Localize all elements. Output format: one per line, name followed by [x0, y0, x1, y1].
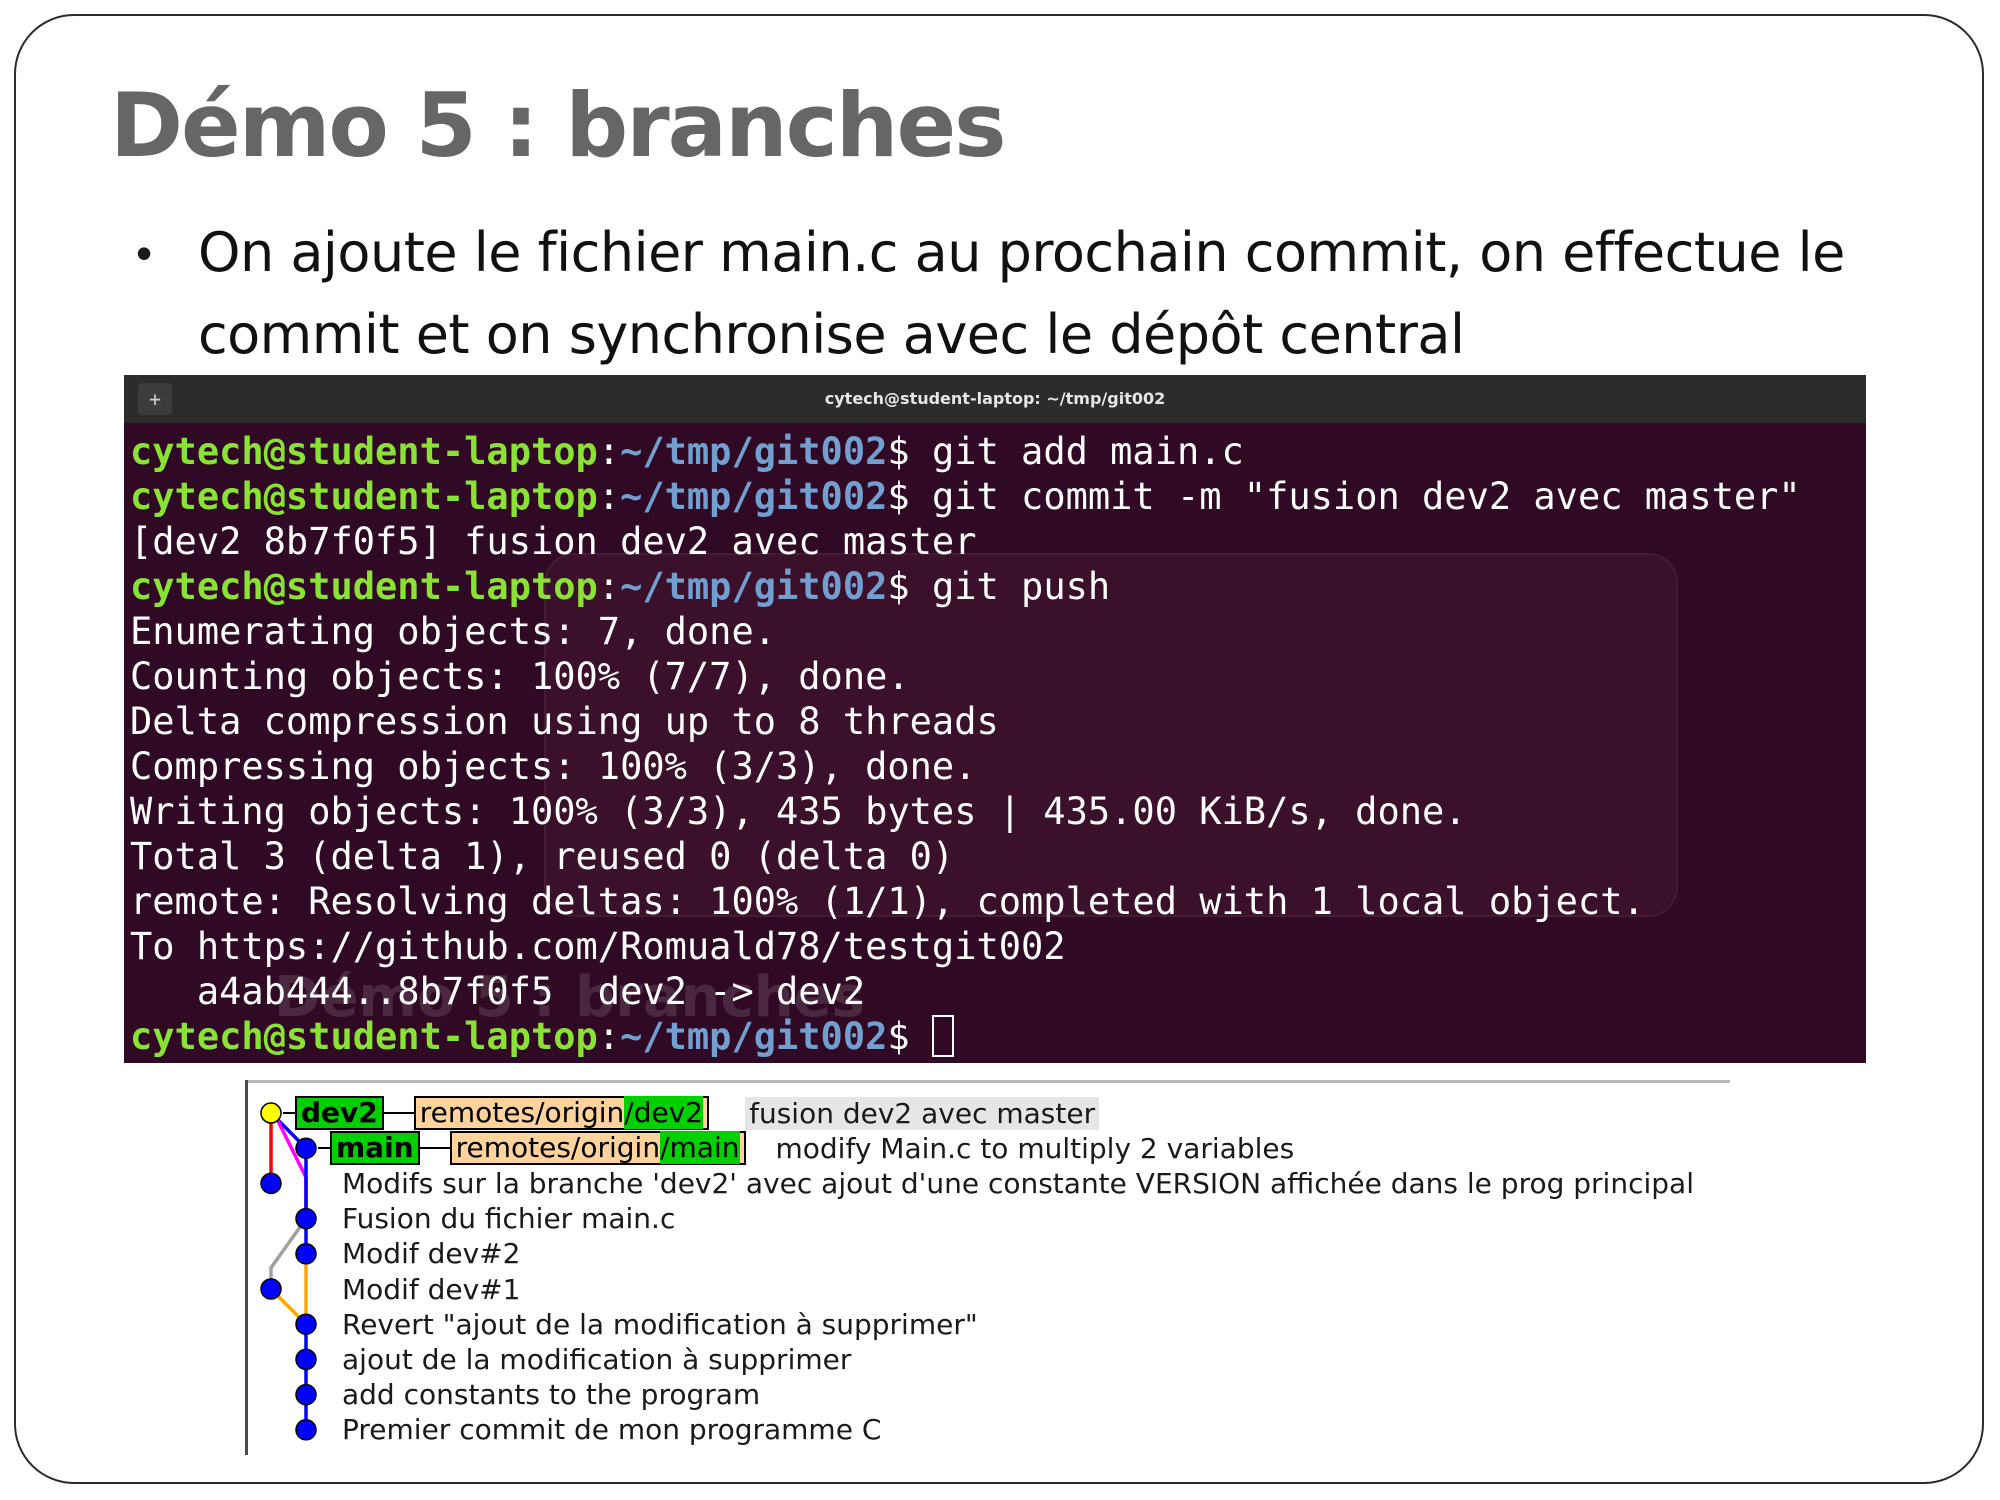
commit-row[interactable]: Revert "ajout de la modification à suppr… [342, 1307, 978, 1341]
commit-message: modify Main.c to multiply 2 variables [775, 1131, 1295, 1165]
slide-title: Démo 5 : branches [110, 74, 1007, 177]
terminal-window[interactable]: + cytech@student-laptop: ~/tmp/git002 Dé… [124, 375, 1866, 1063]
terminal-command: git commit -m "fusion dev2 avec master" [909, 475, 1801, 518]
terminal-output-line: Delta compression using up to 8 threads [130, 700, 999, 743]
remote-branch-name: main [669, 1131, 740, 1165]
bullet-text: On ajoute le fichier main.c au prochain … [197, 221, 1845, 366]
commit-row[interactable]: Modif dev#2 [342, 1237, 520, 1271]
ref-connector [383, 1112, 414, 1114]
terminal-title: cytech@student-laptop: ~/tmp/git002 [824, 389, 1166, 408]
terminal-titlebar[interactable]: + cytech@student-laptop: ~/tmp/git002 [124, 375, 1866, 423]
terminal-output-line: Enumerating objects: 7, done. [130, 610, 777, 653]
terminal-output-line: Total 3 (delta 1), reused 0 (delta 0) [130, 835, 955, 878]
prompt-dollar: $ [887, 475, 910, 518]
ref-connector [283, 1112, 295, 1114]
remote-prefix: remotes/origin [455, 1131, 661, 1165]
terminal-output-line: Compressing objects: 100% (3/3), done. [130, 745, 977, 788]
terminal-output-line: Counting objects: 100% (7/7), done. [130, 655, 910, 698]
terminal-output[interactable]: cytech@student-laptop:~/tmp/git002$ git … [124, 429, 1866, 1059]
prompt-colon: : [597, 1015, 621, 1058]
terminal-command [910, 1015, 932, 1058]
commit-node[interactable] [260, 1172, 282, 1195]
remote-branch-name: dev2 [633, 1096, 704, 1129]
terminal-output-line: Writing objects: 100% (3/3), 435 bytes |… [130, 790, 1467, 833]
terminal-prompt-line: cytech@student-laptop:~/tmp/git002$ git … [130, 429, 1866, 474]
bullet-item: • On ajoute le fichier main.c au prochai… [136, 212, 1936, 376]
prompt-path: ~/tmp/git002 [620, 430, 888, 473]
prompt-user: cytech@student-laptop [130, 475, 598, 518]
new-tab-icon[interactable]: + [138, 383, 172, 415]
commit-message: Modif dev#1 [342, 1272, 521, 1306]
terminal-cursor[interactable] [931, 1015, 954, 1057]
prompt-user: cytech@student-laptop [130, 565, 598, 608]
prompt-path: ~/tmp/git002 [620, 475, 888, 518]
commit-node[interactable] [295, 1348, 317, 1371]
commit-message: Revert "ajout de la modification à suppr… [342, 1307, 978, 1341]
commit-message: Premier commit de mon programme C [342, 1413, 882, 1447]
commit-row[interactable]: Modifs sur la branche 'dev2' avec ajout … [342, 1166, 1694, 1200]
prompt-colon: : [597, 565, 621, 608]
commit-node[interactable] [260, 1278, 282, 1300]
remote-separator: / [624, 1096, 634, 1129]
terminal-prompt-line: cytech@student-laptop:~/tmp/git002$ [130, 1014, 1866, 1059]
ref-connector [318, 1147, 330, 1150]
prompt-colon: : [597, 475, 621, 518]
terminal-output-line: To https://github.com/Romuald78/testgit0… [130, 925, 1066, 968]
commit-message: Modif dev#2 [342, 1237, 521, 1271]
head-commit-node[interactable] [260, 1102, 282, 1124]
commit-node[interactable] [295, 1313, 317, 1335]
commit-node[interactable] [295, 1419, 317, 1441]
commit-message: Fusion du fichier main.c [342, 1202, 676, 1236]
terminal-output-line: [dev2 8b7f0f5] fusion dev2 avec master [130, 520, 977, 563]
prompt-user: cytech@student-laptop [130, 430, 598, 473]
commit-row[interactable]: Modif dev#1 [342, 1272, 520, 1306]
prompt-user: cytech@student-laptop [130, 1015, 598, 1058]
commit-row[interactable]: ajout de la modification à supprimer [342, 1342, 851, 1376]
gitlog-top-border [245, 1080, 1730, 1083]
terminal-prompt-line: cytech@student-laptop:~/tmp/git002$ git … [130, 474, 1866, 519]
prompt-dollar: $ [887, 1015, 910, 1058]
gitlog-left-border [245, 1080, 248, 1455]
commit-node[interactable] [295, 1137, 317, 1159]
terminal-command: git add main.c [909, 430, 1244, 473]
reflection-title: Démo 5 : branches [274, 965, 865, 1030]
commit-graph [260, 1102, 317, 1441]
remote-prefix: remotes/origin [419, 1096, 625, 1129]
prompt-path: ~/tmp/git002 [620, 565, 888, 608]
branch-tag-remote[interactable]: remotes/origin/dev2 [413, 1096, 710, 1130]
prompt-dollar: $ [887, 430, 910, 473]
commit-message: add constants to the program [342, 1378, 761, 1412]
bullet-dot-icon: • [136, 227, 153, 279]
commit-message: Modifs sur la branche 'dev2' avec ajout … [342, 1166, 1694, 1200]
reflection-text: On ajoute le fichier main.c au prochain … [724, 1053, 1804, 1063]
commit-node[interactable] [295, 1207, 317, 1230]
remote-separator: / [660, 1131, 670, 1165]
commit-row[interactable]: Premier commit de mon programme C [342, 1413, 881, 1447]
commit-message: fusion dev2 avec master [745, 1096, 1100, 1130]
commit-node[interactable] [295, 1383, 317, 1406]
commit-message: ajout de la modification à supprimer [342, 1342, 852, 1376]
prompt-dollar: $ [887, 565, 910, 608]
ref-connector [419, 1147, 450, 1150]
commit-node[interactable] [295, 1243, 317, 1265]
prompt-path: ~/tmp/git002 [620, 1015, 888, 1058]
commit-row[interactable]: Fusion du fichier main.c [342, 1202, 675, 1236]
commit-row[interactable]: add constants to the program [342, 1378, 760, 1412]
prompt-colon: : [597, 430, 621, 473]
terminal-command: git push [909, 565, 1111, 608]
terminal-output-line: a4ab444..8b7f0f5 dev2 -> dev2 [130, 970, 866, 1013]
terminal-output-line: remote: Resolving deltas: 100% (1/1), co… [130, 880, 1645, 923]
branch-tag-local[interactable]: main [330, 1131, 420, 1166]
branch-tag-remote[interactable]: remotes/origin/main [449, 1131, 746, 1166]
branch-tag-local[interactable]: dev2 [295, 1096, 384, 1130]
terminal-prompt-line: cytech@student-laptop:~/tmp/git002$ git … [130, 564, 1866, 609]
